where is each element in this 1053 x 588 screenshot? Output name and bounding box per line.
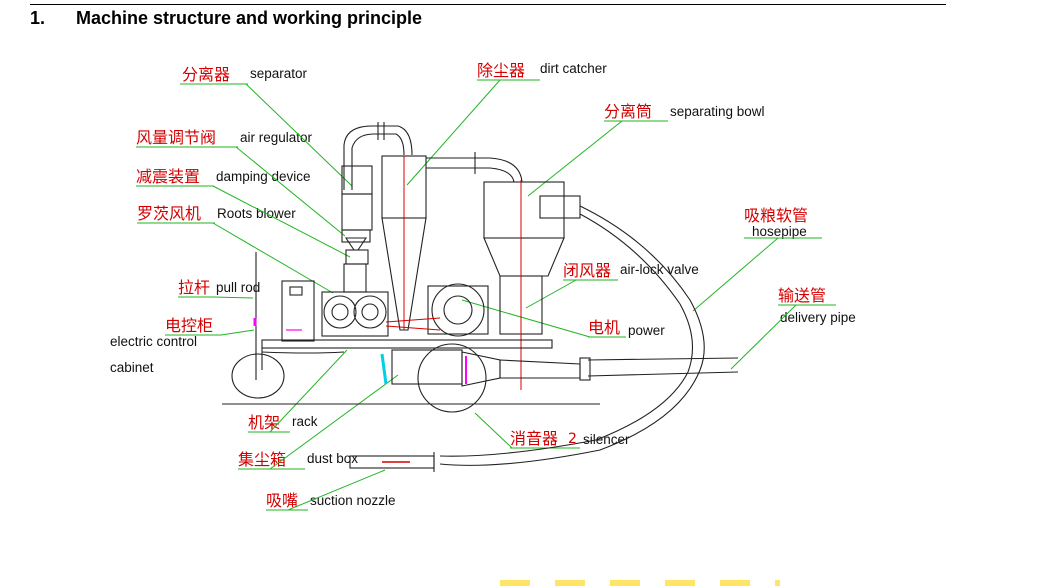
svg-text:消音器: 消音器: [510, 429, 558, 448]
svg-text:闭风器: 闭风器: [563, 261, 611, 280]
svg-text:silencer: silencer: [583, 432, 630, 447]
label-delivery-pipe: 输送管 delivery pipe: [778, 286, 856, 325]
svg-text:减震装置: 减震装置: [136, 167, 200, 186]
svg-text:除尘器: 除尘器: [477, 61, 525, 80]
label-rack: 机架 rack: [248, 413, 318, 433]
top-rule: [30, 4, 946, 5]
leader-lines: [212, 79, 797, 511]
section-title: Machine structure and working principle: [76, 8, 423, 28]
svg-text:separating bowl: separating bowl: [670, 104, 765, 119]
svg-text:拉杆: 拉杆: [178, 278, 210, 297]
svg-text:电机: 电机: [588, 318, 620, 337]
svg-text:分离器: 分离器: [182, 65, 230, 84]
label-dirt-catcher: 除尘器 dirt catcher: [477, 61, 607, 81]
svg-text:吸粮软管: 吸粮软管: [744, 206, 808, 225]
svg-text:rack: rack: [292, 414, 318, 429]
label-electric-control-cabinet: 电控柜 electric control cabinet: [110, 316, 222, 375]
svg-text:风量调节阀: 风量调节阀: [136, 128, 216, 147]
svg-text:集尘箱: 集尘箱: [238, 450, 286, 469]
label-air-lock-valve: 闭风器 air-lock valve: [563, 261, 699, 281]
svg-text:dirt catcher: dirt catcher: [540, 61, 607, 76]
label-damping-device: 减震装置 damping device: [136, 167, 311, 187]
label-separating-bowl: 分离筒 separating bowl: [604, 102, 765, 122]
label-air-regulator: 风量调节阀 air regulator: [136, 128, 313, 148]
label-roots-blower: 罗茨风机 Roots blower: [137, 204, 296, 224]
svg-text:damping device: damping device: [216, 169, 311, 184]
svg-text:2: 2: [568, 431, 577, 447]
svg-text:电控柜: 电控柜: [165, 316, 213, 335]
label-separator: 分离器 separator: [180, 65, 308, 85]
svg-text:air-lock valve: air-lock valve: [620, 262, 699, 277]
machine-drawing: [222, 122, 739, 472]
section-number: 1.: [30, 8, 46, 28]
svg-text:罗茨风机: 罗茨风机: [137, 204, 201, 223]
label-hosepipe: 吸粮软管 hosepipe: [744, 206, 822, 239]
svg-text:delivery pipe: delivery pipe: [780, 310, 856, 325]
svg-text:separator: separator: [250, 66, 308, 81]
svg-text:air regulator: air regulator: [240, 130, 313, 145]
svg-text:分离筒: 分离筒: [604, 102, 652, 121]
svg-text:Roots blower: Roots blower: [217, 206, 296, 221]
svg-text:dust box: dust box: [307, 451, 358, 466]
svg-text:electric control: electric control: [110, 334, 197, 349]
svg-text:吸嘴: 吸嘴: [266, 491, 298, 510]
svg-text:输送管: 输送管: [778, 286, 826, 305]
svg-text:cabinet: cabinet: [110, 360, 154, 375]
section-heading: 1. Machine structure and working principl…: [30, 8, 422, 29]
svg-text:机架: 机架: [248, 413, 280, 432]
label-suction-nozzle: 吸嘴 suction nozzle: [266, 491, 396, 511]
svg-text:hosepipe: hosepipe: [752, 224, 807, 239]
svg-text:pull rod: pull rod: [216, 280, 260, 295]
bottom-decoration: [500, 580, 780, 586]
label-dust-box: 集尘箱 dust box: [238, 450, 358, 470]
svg-text:power: power: [628, 323, 665, 338]
label-power: 电机 power: [588, 318, 665, 338]
label-pull-rod: 拉杆 pull rod: [178, 278, 260, 298]
svg-text:suction nozzle: suction nozzle: [310, 493, 396, 508]
label-silencer: 消音器 2 silencer: [510, 429, 630, 449]
